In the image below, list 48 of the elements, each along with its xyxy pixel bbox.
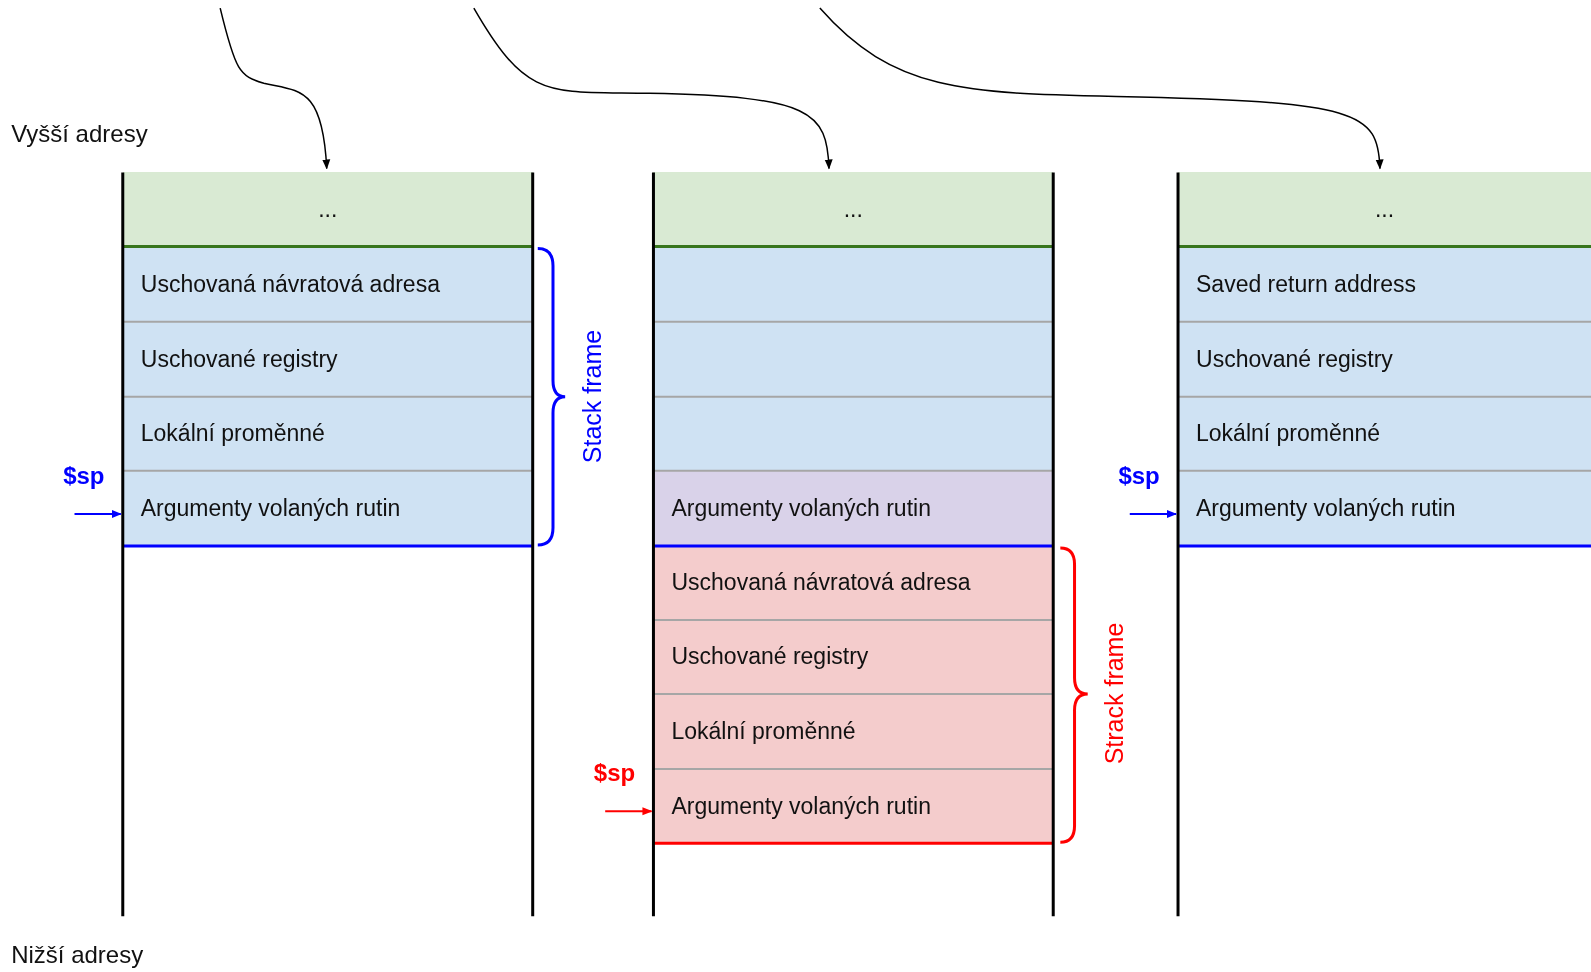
arrow: [473, 7, 833, 170]
address-label: Vyšší adresy: [11, 119, 148, 148]
cell-text: ...: [1374, 196, 1395, 223]
stack-cell: [122, 470, 533, 546]
cell-text: Lokální proměnné: [140, 420, 325, 448]
cell-text: ...: [843, 196, 863, 223]
stack-cell: [653, 769, 1054, 844]
stack-cell: [1178, 321, 1591, 397]
cell-text: Argumenty volaných rutin: [671, 494, 931, 522]
frame-label: Strack frame: [1099, 621, 1129, 767]
stack-cell: [653, 172, 1054, 247]
frame-label: Stack frame: [577, 328, 607, 465]
stack-cell: [653, 619, 1054, 694]
arrow: [819, 7, 1384, 170]
cell-text: Uschovaná návratová adresa: [140, 270, 440, 298]
stack-cell: [1178, 396, 1591, 471]
stack-pointer-label: $sp: [585, 758, 636, 789]
cell-text: Uschované registry: [671, 643, 869, 671]
stack-cell: [653, 545, 1054, 620]
stack-cell: [122, 172, 533, 247]
stack-cell: [1178, 246, 1591, 322]
arrow: [219, 7, 331, 170]
stack-cell: [1178, 172, 1591, 247]
cell-text: Argumenty volaných rutin: [671, 792, 931, 820]
empty-stack-cell: [653, 396, 1054, 471]
cell-text: Uschované registry: [140, 345, 338, 373]
stack-pointer-label: $sp: [1109, 461, 1160, 492]
empty-stack-cell: [653, 321, 1054, 397]
address-label: Nižší adresy: [11, 940, 144, 969]
cell-text: Uschované registry: [1196, 345, 1393, 373]
cell-text: Argumenty volaných rutin: [1196, 494, 1456, 522]
arrow: [604, 807, 653, 816]
cell-text: Argumenty volaných rutin: [140, 494, 401, 522]
empty-stack-cell: [653, 246, 1054, 322]
cell-text: Uschovaná návratová adresa: [671, 569, 971, 597]
stack-cell: [1178, 470, 1591, 546]
stack-cell: [122, 246, 533, 322]
cell-text: Saved return address: [1196, 270, 1416, 298]
stack-cell: [653, 694, 1054, 770]
arrow: [1128, 510, 1178, 518]
stack-cell: [122, 321, 533, 397]
cell-text: Lokální proměnné: [1196, 420, 1381, 448]
stack-cell: [122, 396, 533, 471]
cell-text: Lokální proměnné: [671, 718, 856, 746]
arrow: [73, 510, 122, 518]
cell-text: ...: [318, 196, 338, 223]
stack-cell: [653, 470, 1054, 546]
stack-pointer-label: $sp: [54, 461, 105, 492]
